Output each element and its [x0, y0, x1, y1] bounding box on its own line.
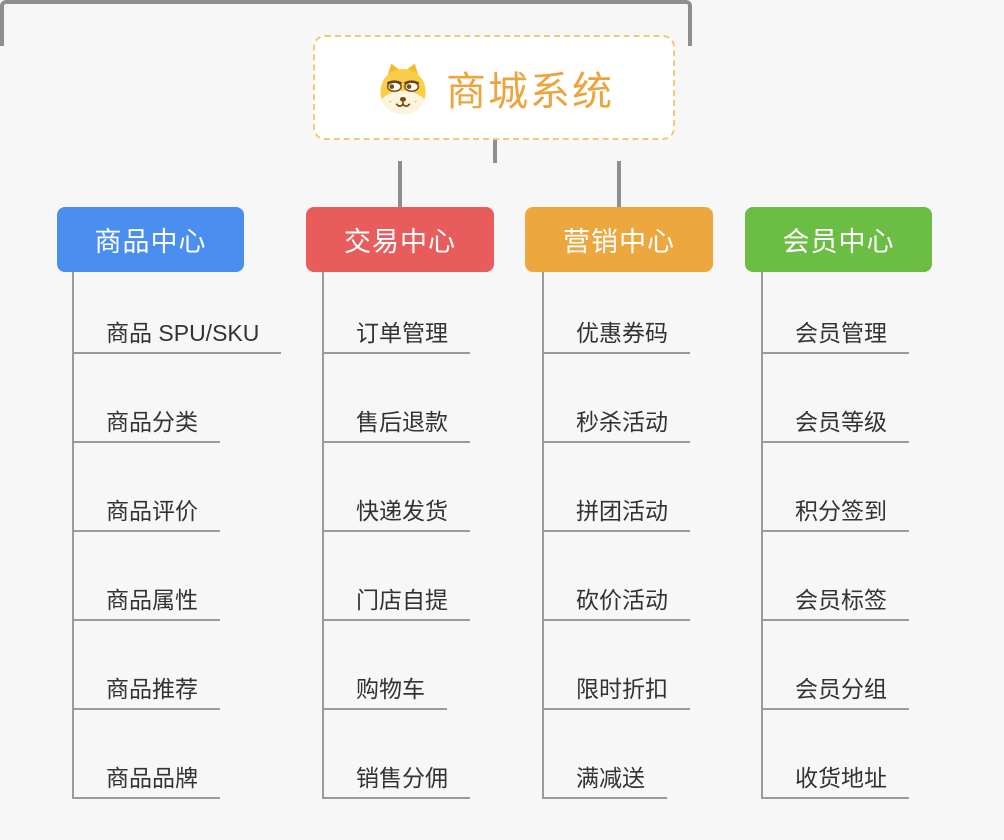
connector-trunk-member	[761, 272, 763, 799]
subtopic-member-tag[interactable]: 会员标签	[761, 586, 909, 621]
subtopic-product-review[interactable]: 商品评价	[72, 497, 220, 532]
branch-topic-label: 商品中心	[94, 227, 207, 257]
subtopic-express-delivery[interactable]: 快递发货	[322, 497, 470, 532]
subtopic-store-pickup[interactable]: 门店自提	[322, 586, 470, 621]
root-topic[interactable]: 商城系统	[313, 35, 675, 140]
connector-trunk-product	[72, 272, 74, 799]
subtopic-bargain-activity[interactable]: 砍价活动	[542, 586, 690, 621]
connector-trunk-marketing	[542, 272, 544, 799]
subtopic-full-reduction[interactable]: 满减送	[542, 764, 667, 799]
subtopic-product-brand[interactable]: 商品品牌	[72, 764, 220, 799]
connector-drop-trade	[398, 161, 402, 207]
subtopic-order-management[interactable]: 订单管理	[322, 319, 470, 354]
root-topic-label: 商城系统	[446, 69, 614, 114]
subtopic-member-level[interactable]: 会员等级	[761, 408, 909, 443]
branch-topic-product-center[interactable]: 商品中心	[57, 207, 244, 272]
connector-root-drop	[493, 139, 497, 163]
subtopic-limited-discount[interactable]: 限时折扣	[542, 675, 690, 710]
branch-topic-marketing-center[interactable]: 营销中心	[525, 207, 713, 272]
subtopic-flash-sale[interactable]: 秒杀活动	[542, 408, 690, 443]
subtopic-product-recommend[interactable]: 商品推荐	[72, 675, 220, 710]
subtopic-sales-commission[interactable]: 销售分佣	[322, 764, 470, 799]
subtopic-coupon-code[interactable]: 优惠券码	[542, 319, 690, 354]
subtopic-product-category[interactable]: 商品分类	[72, 408, 220, 443]
branch-topic-label: 交易中心	[344, 227, 456, 257]
subtopic-after-sale-refund[interactable]: 售后退款	[322, 408, 470, 443]
connector-drop-marketing	[617, 161, 621, 207]
dog-face-icon	[380, 63, 426, 114]
subtopic-member-management[interactable]: 会员管理	[761, 319, 909, 354]
branch-topic-member-center[interactable]: 会员中心	[745, 207, 932, 272]
subtopic-shopping-cart[interactable]: 购物车	[322, 675, 447, 710]
subtopic-points-checkin[interactable]: 积分签到	[761, 497, 909, 532]
connector-branch-rail	[0, 0, 692, 46]
subtopic-shipping-address[interactable]: 收货地址	[761, 764, 909, 799]
connector-trunk-trade	[322, 272, 324, 799]
subtopic-member-group[interactable]: 会员分组	[761, 675, 909, 710]
subtopic-group-buy[interactable]: 拼团活动	[542, 497, 690, 532]
branch-topic-label: 营销中心	[563, 227, 675, 257]
subtopic-product-attribute[interactable]: 商品属性	[72, 586, 220, 621]
subtopic-product-spu-sku[interactable]: 商品 SPU/SKU	[72, 319, 282, 354]
branch-topic-label: 会员中心	[782, 227, 895, 257]
branch-topic-trade-center[interactable]: 交易中心	[306, 207, 494, 272]
